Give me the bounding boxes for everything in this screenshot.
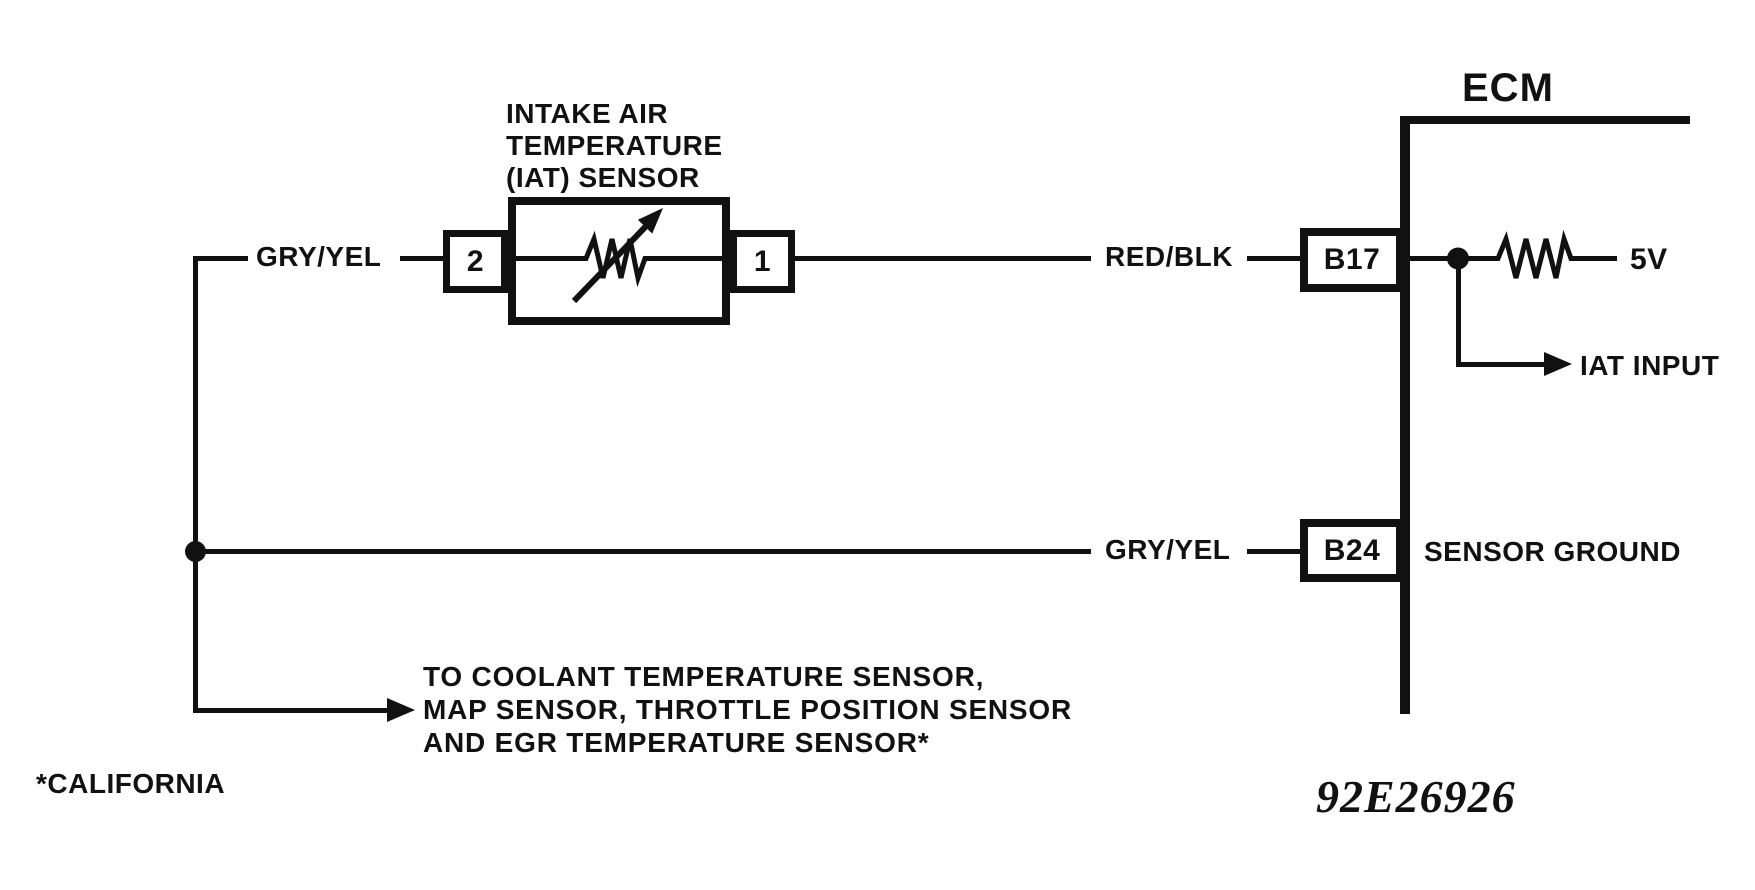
shared-ground-arrowhead bbox=[387, 698, 415, 722]
shared-ground-note: TO COOLANT TEMPERATURE SENSOR, MAP SENSO… bbox=[423, 660, 1072, 759]
ecm-pin-b24-box: B24 bbox=[1300, 519, 1404, 582]
iat-sensor-title-line1: INTAKE AIR bbox=[506, 98, 669, 129]
thermistor-arrow-shaft bbox=[571, 218, 654, 304]
ecm-pullup-resistor-symbol bbox=[1410, 229, 1617, 279]
ecm-junction-dot bbox=[1447, 247, 1469, 270]
ecm-top-boundary-line bbox=[1400, 116, 1690, 124]
ground-branch-vline bbox=[193, 256, 198, 713]
sensor-ground-label: SENSOR GROUND bbox=[1424, 536, 1681, 567]
iat-sensor-title-line3: (IAT) SENSOR bbox=[506, 162, 700, 193]
sensor-pin-2-box: 2 bbox=[443, 230, 508, 293]
iat-input-branch-vline bbox=[1456, 259, 1461, 367]
thermistor-arrowhead bbox=[637, 208, 663, 234]
ecm-boundary-line bbox=[1400, 116, 1410, 714]
ecm-title: ECM bbox=[1462, 66, 1554, 110]
signal-wire-right-color-label: RED/BLK bbox=[1105, 241, 1233, 272]
ground-wire-left-segment bbox=[196, 549, 1091, 554]
ground-wire-to-b24 bbox=[1247, 549, 1302, 554]
iat-input-branch-hline bbox=[1456, 362, 1546, 367]
shared-ground-arrow-line bbox=[193, 708, 389, 713]
signal-wire-stub bbox=[193, 256, 248, 261]
signal-wire-left-color-label: GRY/YEL bbox=[256, 241, 382, 272]
ecm-pin-b17-label: B17 bbox=[1323, 243, 1381, 276]
iat-input-arrowhead bbox=[1544, 352, 1572, 376]
california-footnote: *CALIFORNIA bbox=[36, 768, 226, 799]
ground-junction-dot bbox=[185, 541, 206, 562]
ecm-pin-b24-label: B24 bbox=[1323, 533, 1381, 567]
signal-wire-to-pin2 bbox=[400, 256, 443, 261]
signal-wire-to-b17 bbox=[1247, 256, 1300, 261]
signal-wire-from-pin1 bbox=[795, 256, 1091, 261]
sensor-pin-1-label: 1 bbox=[753, 244, 772, 278]
iat-sensor-title: INTAKE AIR TEMPERATURE (IAT) SENSOR bbox=[506, 98, 723, 194]
ground-wire-color-label: GRY/YEL bbox=[1105, 534, 1231, 565]
sensor-pin-2-label: 2 bbox=[466, 244, 485, 278]
shared-ground-note-line1: TO COOLANT TEMPERATURE SENSOR, bbox=[423, 661, 985, 692]
thermistor-symbol bbox=[514, 208, 724, 304]
sensor-pin-1-box: 1 bbox=[730, 230, 795, 293]
ecm-pin-b17-box: B17 bbox=[1300, 228, 1404, 292]
ecm-5v-label: 5V bbox=[1630, 243, 1668, 276]
iat-sensor-title-line2: TEMPERATURE bbox=[506, 130, 723, 161]
iat-input-label: IAT INPUT bbox=[1580, 350, 1720, 381]
shared-ground-note-line3: AND EGR TEMPERATURE SENSOR* bbox=[423, 727, 930, 758]
figure-number: 92E26926 bbox=[1316, 771, 1516, 822]
shared-ground-note-line2: MAP SENSOR, THROTTLE POSITION SENSOR bbox=[423, 694, 1073, 725]
